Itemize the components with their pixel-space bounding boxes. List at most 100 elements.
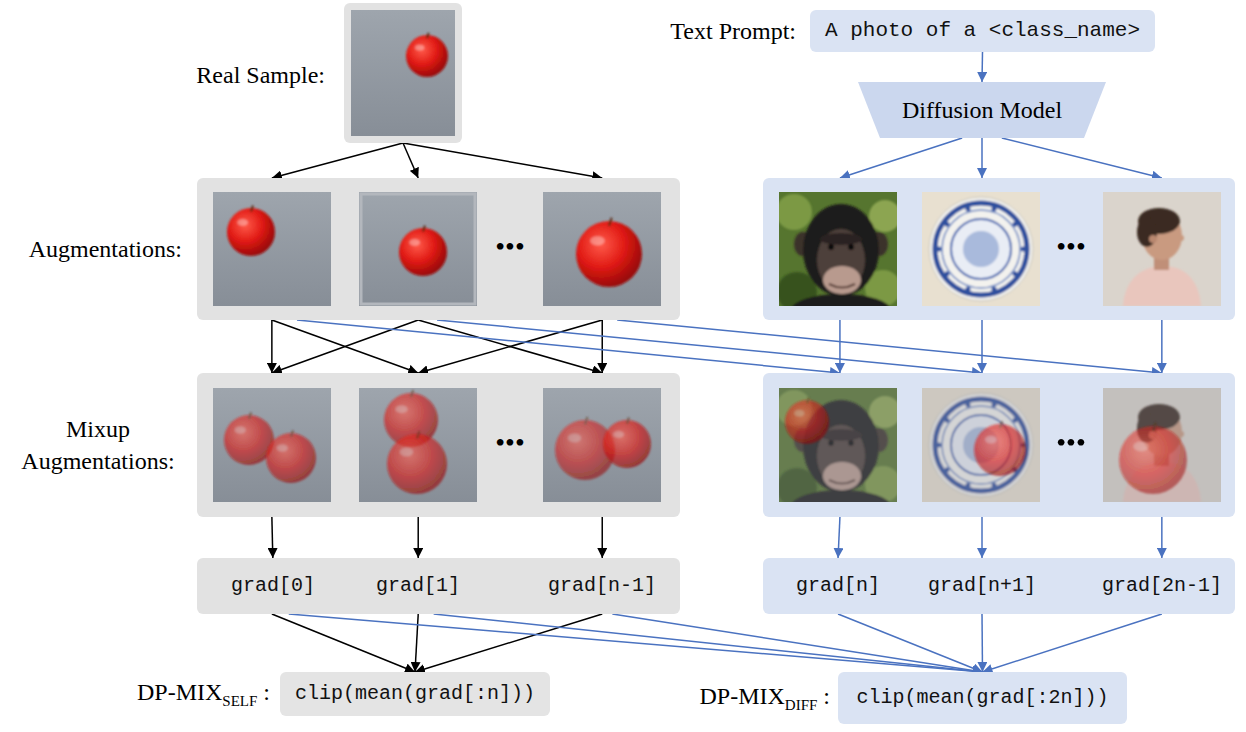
apple (399, 226, 447, 276)
apple-shine (400, 448, 413, 456)
arrow-line (838, 614, 982, 672)
blend-wash (922, 388, 1040, 502)
apple-stem (627, 418, 629, 424)
text-holder: clip(mean(grad[:n])) (295, 682, 535, 706)
apple-shine (985, 436, 996, 443)
plate-ring (942, 210, 1020, 288)
chimp-eye (848, 244, 854, 250)
apple-stem (423, 226, 425, 232)
box-label: Diffusion Model (902, 97, 1062, 123)
arrow-line (403, 143, 602, 178)
apple-shine (415, 45, 424, 51)
arrow-line (981, 52, 983, 82)
photo-background (213, 388, 331, 502)
text-holder: ••• (1056, 230, 1085, 264)
apple (387, 431, 447, 494)
mixup-panel: Mixup Augmentations:••• (197, 373, 680, 517)
arrow-line (983, 614, 1162, 672)
arrow-line (297, 320, 840, 373)
row-label: DP-MIX (699, 683, 784, 709)
apple-stem (251, 206, 253, 212)
arrow-line (981, 517, 983, 558)
illustration (344, 3, 462, 143)
apple-shine (237, 219, 248, 226)
arrow-line (601, 517, 603, 558)
image-thumbnail (779, 192, 897, 306)
apple-stem (291, 431, 293, 437)
connector (838, 517, 1162, 558)
photo-background (543, 192, 661, 306)
diffusion-model-block: Diffusion Model (858, 82, 1106, 138)
blurred-content (227, 206, 275, 256)
apple-stem (411, 390, 413, 397)
blurred-content (779, 194, 897, 306)
row-label: Real Sample: (196, 62, 325, 88)
row-label: Augmentations: (29, 236, 182, 262)
text-holder: DP-MIXDIFF: (699, 682, 830, 714)
mixup-panel: ••• (763, 373, 1235, 517)
arrow-line (403, 143, 418, 178)
text-holder: A photo of a <class_name> (825, 18, 1140, 43)
arrow-line (981, 138, 983, 178)
apple (227, 206, 275, 256)
text-holder: clip(mean(grad[:2n])) (856, 686, 1108, 710)
blurred-content (974, 421, 1026, 476)
photo-background (1103, 388, 1221, 502)
apple (406, 33, 448, 77)
blurred-content (406, 33, 448, 77)
connector (272, 320, 602, 373)
image-thumbnail (213, 388, 331, 502)
text-holder: grad[2n-1] (1102, 574, 1222, 598)
plate-pattern (963, 231, 999, 267)
apple (603, 418, 651, 468)
blurred-content (929, 197, 1033, 301)
text-holder: Mixup Augmentations: (8, 413, 188, 478)
plate-dot (945, 271, 950, 276)
apple (974, 421, 1026, 476)
image-thumbnail (1103, 192, 1221, 306)
photo-background (922, 388, 1040, 502)
arrow-line (271, 320, 273, 373)
illustration (763, 373, 1235, 517)
subscript-text: DIFF (785, 697, 818, 713)
blurred-content (384, 390, 447, 494)
code-text: grad[2n-1] (1102, 574, 1222, 597)
plate-dot (1012, 271, 1017, 276)
illustration (197, 178, 680, 320)
child-hair (1137, 217, 1157, 247)
blurred-content (785, 398, 829, 444)
photo-background (351, 10, 455, 136)
apple (785, 398, 829, 444)
sample-panel: Real Sample: (344, 3, 462, 143)
blurred-content (555, 417, 651, 480)
apple-stem (1000, 421, 1002, 428)
arrow-line (601, 320, 603, 373)
ellipsis-dots: ••• (1056, 231, 1085, 262)
photo-background (779, 388, 897, 502)
apple-shine (568, 434, 581, 442)
arrow-line (1002, 138, 1162, 178)
text-holder: Real Sample: (196, 61, 325, 90)
photo-background (359, 192, 477, 306)
ellipsis-dots: ••• (495, 427, 524, 458)
row-label: DP-MIX (137, 679, 222, 705)
connector (838, 614, 1162, 672)
row-label: Text Prompt: (670, 18, 796, 44)
arrow-line (272, 143, 403, 178)
text-holder: ••• (1056, 426, 1085, 460)
ellipsis-dots: ••• (495, 231, 524, 262)
code-text: grad[n+1] (928, 574, 1036, 597)
gradient-panel: grad[0]grad[1]grad[n-1] (197, 558, 680, 614)
blurred-content (399, 226, 447, 276)
text-holder: grad[0] (231, 574, 315, 598)
image-thumbnail (1103, 388, 1221, 502)
connector (982, 52, 984, 82)
connector (272, 614, 602, 672)
code-text: grad[n] (796, 574, 880, 597)
apple-body (1119, 426, 1187, 494)
apple (576, 218, 642, 287)
plate-dot (991, 286, 996, 291)
image-thumbnail (213, 192, 331, 306)
arrow-line (437, 320, 982, 373)
